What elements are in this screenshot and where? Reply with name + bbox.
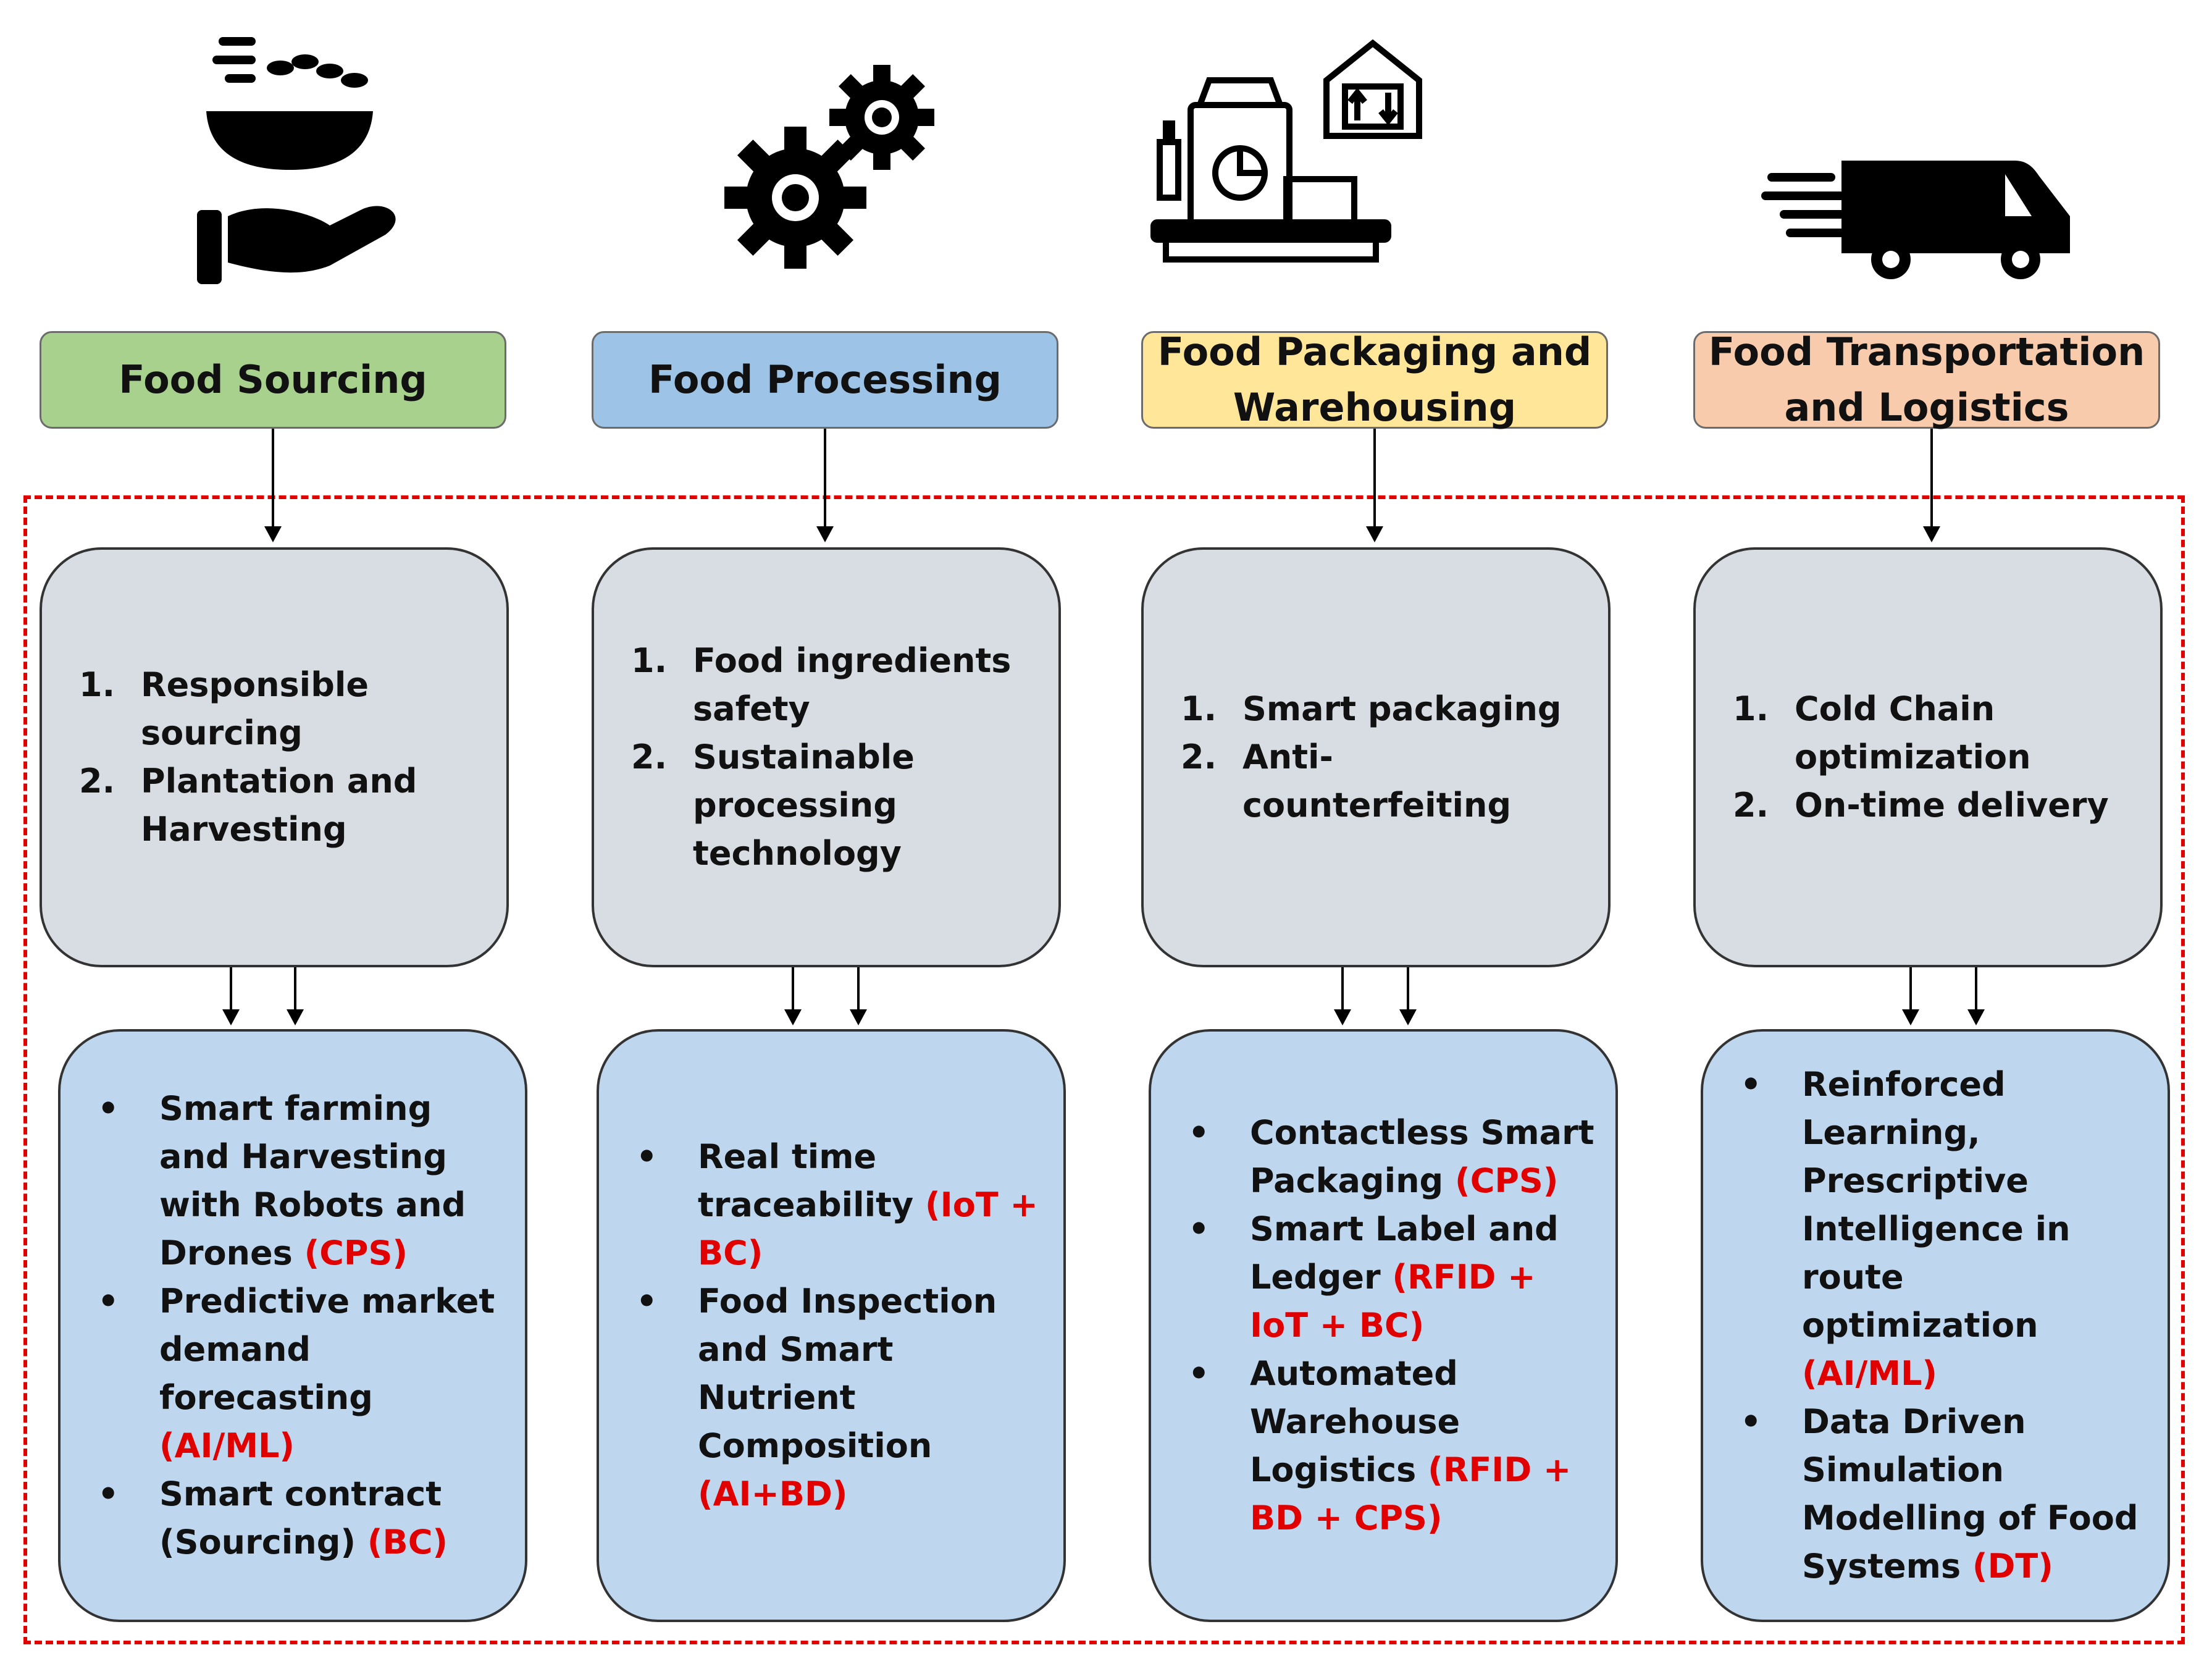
goal-item: Food ingredients safety [631,637,1012,728]
arrow-down [1923,526,1940,542]
arrow-down [1967,1009,1985,1025]
gears-icon [592,12,1061,284]
tech-tag: (RFID + IoT + BC) [1250,1258,1536,1345]
arrow-down [1366,526,1383,542]
tech-item: Real time traceability (IoT + BC) [636,1133,1045,1277]
tech-item: Smart Label and Ledger (RFID + IoT + BC) [1188,1205,1597,1350]
tech-item: Automated Warehouse Logistics (RFID + BD… [1188,1350,1597,1542]
goal-item: Plantation and Harvesting [79,757,417,849]
column-food-processing: Food Processing Food ingredients safety … [592,0,1066,1674]
stage-header-food-packaging: Food Packaging and Warehousing [1141,329,1608,430]
tech-tag: (AI/ML) [159,1426,295,1465]
tech-tag: (CPS) [1455,1161,1559,1200]
tech-item: Smart farming and Harvesting with Robots… [98,1085,506,1277]
tech-tag: (AI+BD) [698,1474,848,1513]
tech-item: Smart contract (Sourcing) (BC) [98,1470,506,1567]
goals-box-food-sourcing: Responsible sourcing Plantation and Harv… [40,547,509,967]
arrow-down [850,1009,867,1025]
arrow-down [222,1009,240,1025]
tech-tag: (CPS) [304,1234,408,1272]
tech-item: Food Inspection and Smart Nutrient Compo… [636,1277,1045,1518]
tech-item: Contactless Smart Packaging (CPS) [1188,1109,1597,1205]
tech-item: Reinforced Learning, Prescriptive Intell… [1740,1061,2149,1398]
tech-tag: (AI/ML) [1802,1354,1938,1393]
tech-box-food-packaging: Contactless Smart Packaging (CPS) Smart … [1149,1029,1618,1622]
goals-box-food-packaging: Smart packaging Anti-counterfeiting [1141,547,1611,967]
tech-tag: (BC) [367,1523,448,1562]
goal-item: Cold Chain optimization [1733,685,2031,776]
goal-item: On-time delivery [1733,781,2109,830]
delivery-van-icon [1693,12,2163,284]
tech-tag: (RFID + BD + CPS) [1250,1450,1572,1537]
goal-item: Responsible sourcing [79,661,369,752]
stage-header-food-sourcing: Food Sourcing [40,331,506,429]
arrow-down [816,526,834,542]
tech-box-food-processing: Real time traceability (IoT + BC) Food I… [597,1029,1066,1622]
arrow-down [784,1009,802,1025]
stage-header-food-transport: Food Transportation and Logistics [1693,329,2160,430]
tech-item: Predictive market demand forecasting (AI… [98,1277,506,1470]
arrow-down [1399,1009,1417,1025]
tech-tag: (DT) [1972,1547,2053,1586]
arrow-down [1334,1009,1351,1025]
goals-box-food-transport: Cold Chain optimization On-time delivery [1693,547,2163,967]
arrow-down [1902,1009,1919,1025]
tech-box-food-transport: Reinforced Learning, Prescriptive Intell… [1701,1029,2170,1622]
arrow-down [264,526,282,542]
tech-tag: (IoT + BC) [698,1185,1038,1272]
stage-header-food-processing: Food Processing [592,331,1058,429]
package-warehouse-icon [1141,12,1611,284]
grain-bowl-hand-icon [40,12,509,284]
column-food-packaging: Food Packaging and Warehousing Smart pac… [1141,0,1618,1674]
column-food-transport: Food Transportation and Logistics Cold C… [1693,0,2170,1674]
column-food-sourcing: Food Sourcing Responsible sourcing Plant… [40,0,527,1674]
goal-item: Sustainable processing technology [631,733,915,873]
goals-box-food-processing: Food ingredients safety Sustainable proc… [592,547,1061,967]
goal-item: Smart packaging [1181,685,1562,733]
tech-item: Data Driven Simulation Modelling of Food… [1740,1398,2149,1591]
tech-box-food-sourcing: Smart farming and Harvesting with Robots… [58,1029,527,1622]
goal-item: Anti-counterfeiting [1181,733,1512,825]
technology-scope-boundary [23,495,2185,1644]
arrow-down [287,1009,304,1025]
